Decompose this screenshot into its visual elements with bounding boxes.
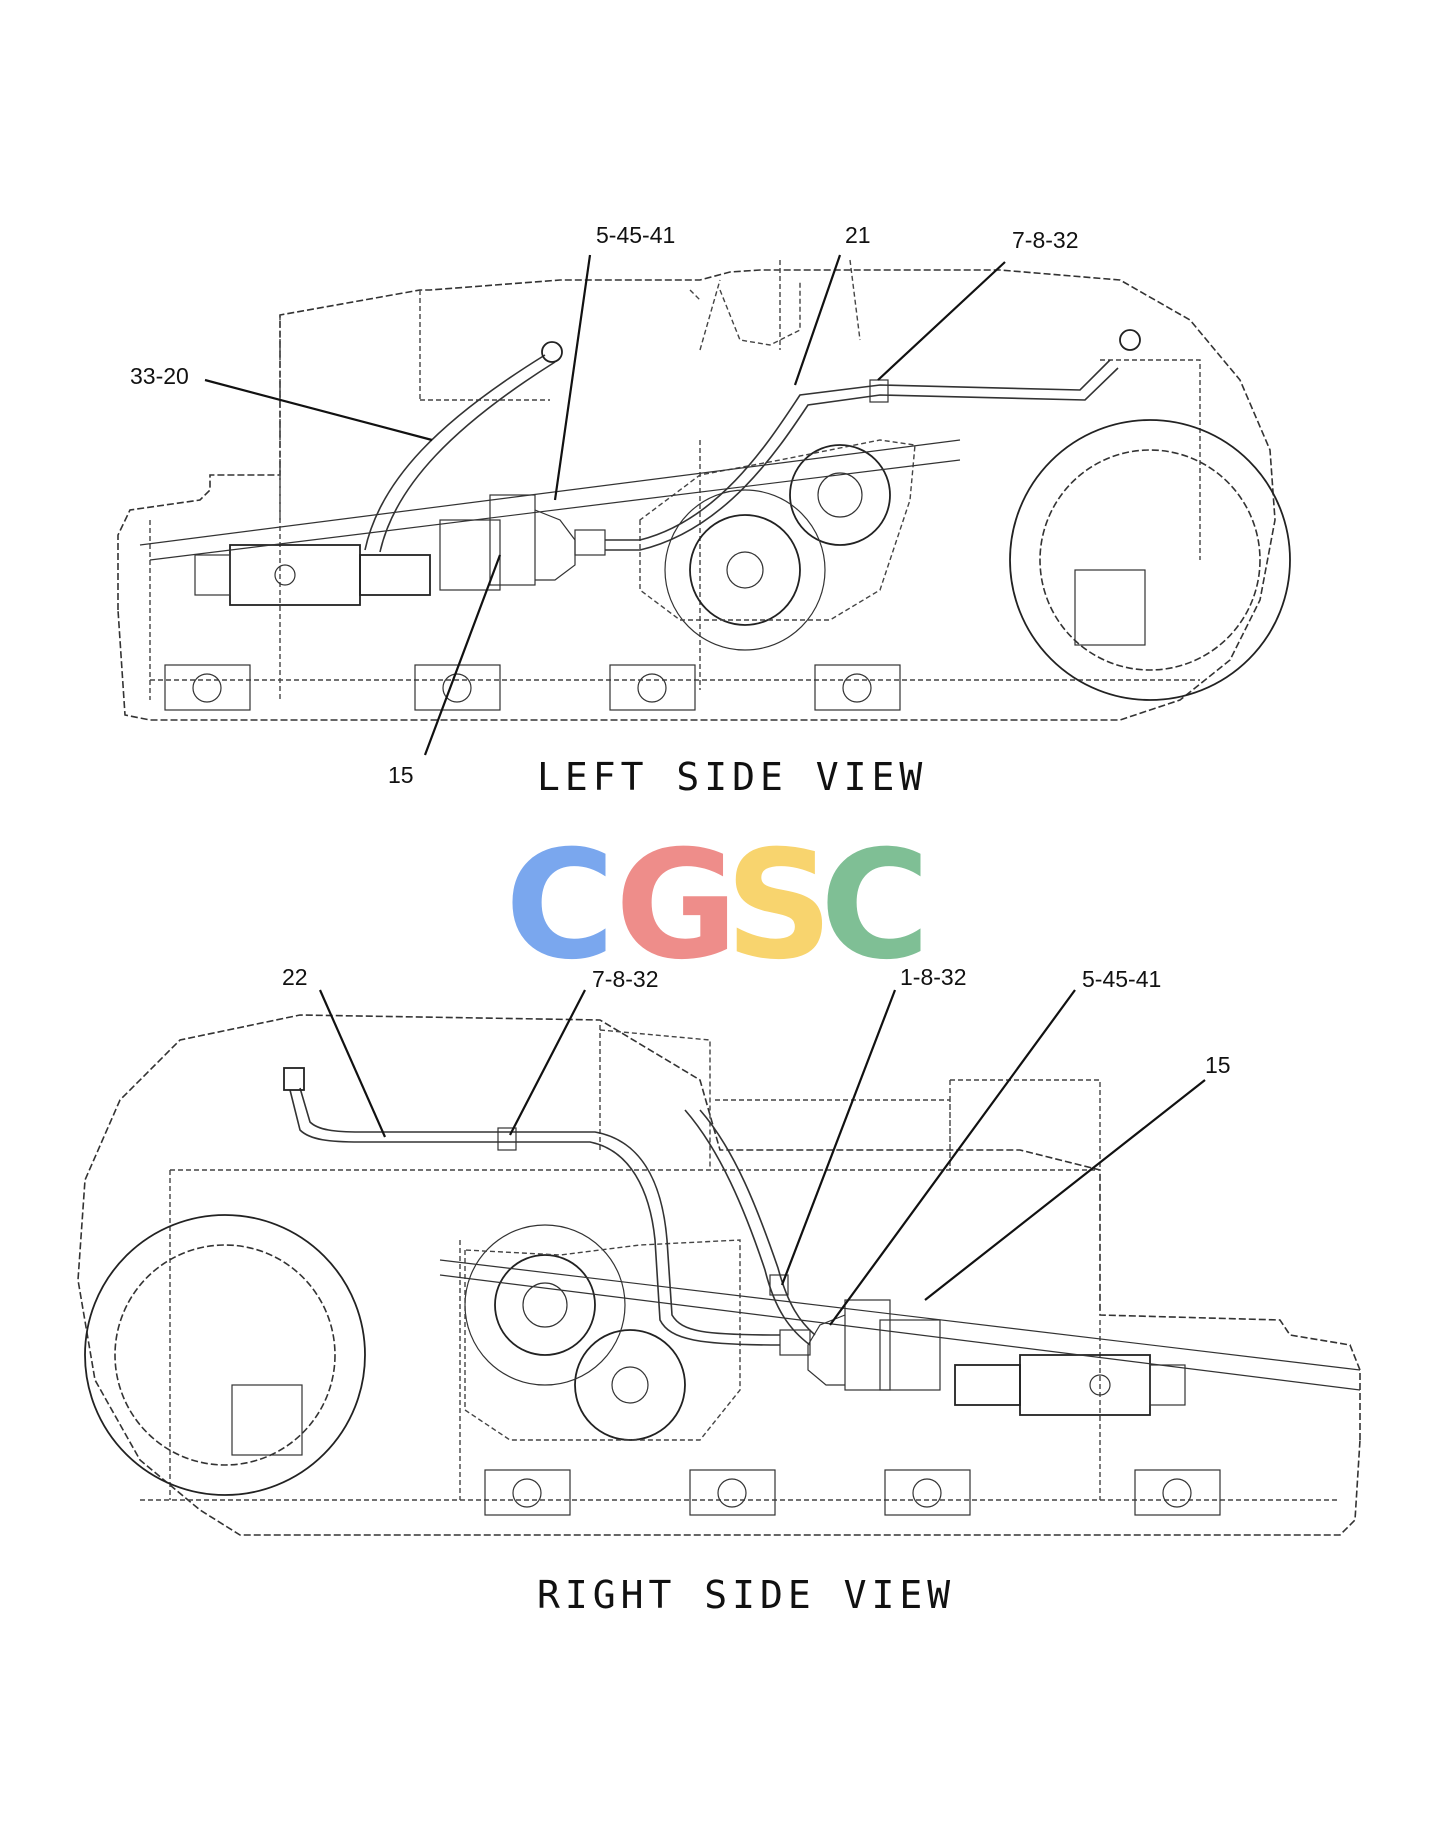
left-valve-nose	[534, 509, 576, 581]
right-tube-22-b	[299, 1087, 781, 1336]
left-drive-lower-hub	[726, 551, 764, 589]
right-view-title: RIGHT SIDE VIEW	[537, 1573, 955, 1617]
left-tube-21-b	[605, 367, 1119, 551]
right-cylinder-end	[1149, 1364, 1186, 1406]
right-cab-structure	[599, 1025, 1101, 1170]
left-leader-5-45-41	[553, 254, 592, 501]
right-hose-clip	[769, 1274, 789, 1296]
right-side-view: 22 7-8-32 1-8-32 5-45-41 15 RIGHT SIDE V…	[77, 964, 1361, 1617]
right-callout-5-45-41: 5-45-41	[1082, 966, 1161, 992]
right-callout-15: 15	[1205, 1052, 1231, 1078]
watermark-letter-g: G	[615, 819, 738, 993]
left-fitting	[574, 529, 606, 556]
right-frame-outline	[77, 1014, 1361, 1536]
right-callout-22: 22	[282, 964, 308, 990]
right-idler-block	[231, 1384, 303, 1456]
right-callout-1-8-32: 1-8-32	[900, 964, 966, 990]
right-drive-upper-hub	[522, 1282, 568, 1328]
left-callout-15: 15	[388, 762, 414, 788]
right-cylinder-fitting	[1089, 1374, 1111, 1396]
right-leader-7-8-32	[509, 989, 586, 1136]
right-cylinder-body	[1019, 1354, 1151, 1416]
left-callout-7-8-32: 7-8-32	[1012, 227, 1078, 253]
left-track-pads	[164, 664, 901, 711]
right-fitting	[779, 1329, 811, 1356]
left-cylinder-fitting	[274, 564, 296, 586]
right-hose-1-8-32-b	[699, 1109, 816, 1336]
right-leader-15	[924, 1079, 1206, 1301]
left-leader-15	[423, 554, 502, 756]
left-leader-33-20	[204, 378, 433, 442]
right-leader-1-8-32	[780, 989, 897, 1286]
left-frame-inner	[149, 359, 1201, 700]
left-leader-21	[793, 254, 842, 386]
right-idler-outer	[84, 1214, 366, 1496]
right-drive-ring	[464, 1224, 626, 1386]
right-leader-22	[318, 989, 387, 1138]
left-idler-block	[1074, 569, 1146, 646]
watermark-letter-c2: C	[820, 819, 930, 993]
right-tube-clip	[497, 1127, 517, 1151]
right-drive-lower	[574, 1329, 686, 1441]
watermark-letter-s: S	[725, 819, 833, 993]
right-track-rail	[439, 1259, 1361, 1391]
left-side-view: 5-45-41 21 7-8-32 33-20 15 LEFT SIDE VIE…	[117, 222, 1291, 799]
right-frame-inner	[140, 1169, 1340, 1501]
left-callout-21: 21	[845, 222, 871, 248]
left-hose-33-20	[364, 354, 546, 551]
left-hose-33-20-b	[379, 361, 556, 553]
right-tube-end-fitting	[283, 1067, 305, 1091]
right-tube-22	[289, 1089, 781, 1346]
left-tube-21	[605, 359, 1111, 541]
watermark-letter-c1: C	[505, 819, 615, 993]
right-callout-7-8-32: 7-8-32	[592, 966, 658, 992]
left-idler-inner	[1039, 449, 1261, 671]
left-cylinder-end	[194, 554, 231, 596]
left-valve-clamp	[489, 494, 536, 586]
left-callout-5-45-41: 5-45-41	[596, 222, 675, 248]
left-callout-33-20: 33-20	[130, 363, 189, 389]
left-drive-lower	[689, 514, 801, 626]
left-view-title: LEFT SIDE VIEW	[537, 755, 927, 799]
left-drive-housing	[639, 439, 916, 621]
right-drive-upper	[494, 1254, 596, 1356]
right-hose-1-8-32	[684, 1109, 811, 1346]
left-frame-outline	[117, 269, 1276, 721]
left-drive-upper	[789, 444, 891, 546]
watermark-logo: C G S C	[505, 819, 930, 993]
left-track-rail	[139, 439, 961, 561]
right-leader-5-45-41	[829, 989, 1076, 1326]
right-valve-block	[879, 1319, 941, 1391]
left-cylinder-rod	[359, 554, 431, 596]
left-tube-clip	[869, 379, 889, 403]
left-drive-ring	[664, 489, 826, 651]
left-drive-upper-hub	[817, 472, 863, 518]
left-cab-structure	[279, 259, 861, 520]
right-valve-clamp	[844, 1299, 891, 1391]
right-drive-housing	[464, 1239, 741, 1441]
right-cylinder-rod	[954, 1364, 1021, 1406]
right-track-pads	[484, 1469, 1221, 1516]
left-tube-end-fitting	[1119, 329, 1141, 351]
right-idler-inner	[114, 1244, 336, 1466]
left-leader-7-8-32	[877, 261, 1006, 381]
right-drive-lower-hub	[611, 1366, 649, 1404]
left-hose-end-fitting	[541, 341, 563, 363]
left-idler-outer	[1009, 419, 1291, 701]
